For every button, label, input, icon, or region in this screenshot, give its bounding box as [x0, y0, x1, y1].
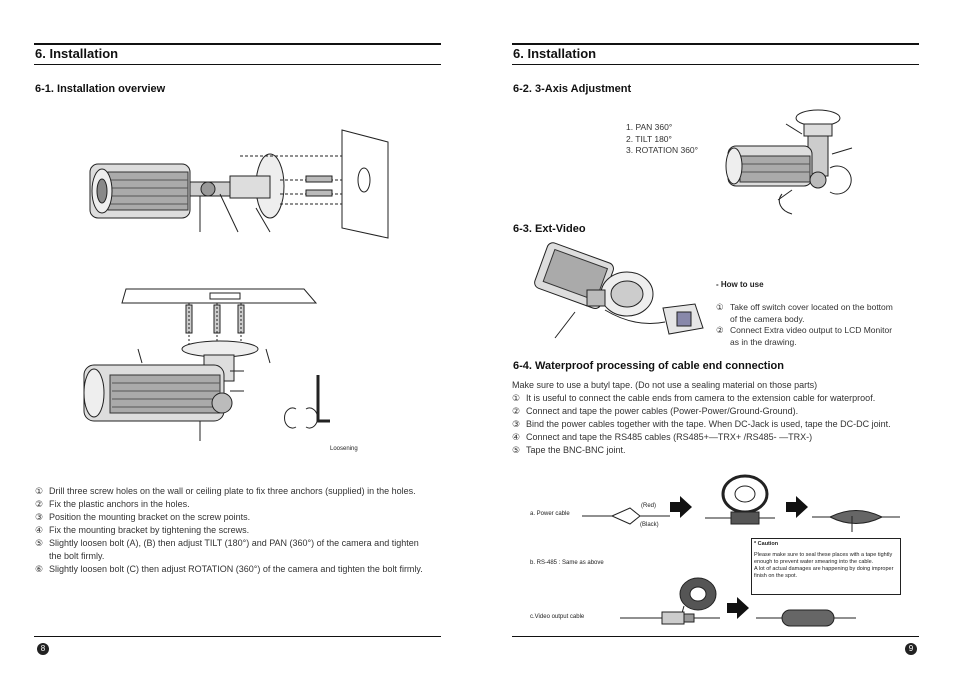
right-header-rule	[512, 43, 919, 45]
ceiling-mount-illustration	[83, 288, 330, 441]
axis-item: 2. TILT 180°	[626, 133, 672, 144]
black-wire-label: (Black)	[640, 522, 659, 528]
how-to-use-label: - How to use	[716, 280, 764, 289]
axis-item: 3. ROTATION 360°	[626, 145, 699, 155]
video-output-label: c.Video output cable	[530, 614, 585, 620]
waterproof-intro: Make sure to use a butyl tape. (Do not u…	[512, 380, 818, 390]
ext-video-illustration	[534, 242, 704, 339]
right-footer-rule	[512, 636, 919, 637]
three-axis-illustration	[725, 109, 853, 215]
loosening-label: Loosening	[330, 446, 358, 452]
left-page-number: 8	[37, 643, 49, 655]
red-wire-label: (Red)	[641, 503, 657, 509]
axis-list: 1. PAN 360° 2. TILT 180° 3. ROTATION 360…	[626, 122, 698, 157]
left-page-title: 6. Installation	[35, 46, 119, 61]
arrow-icon	[670, 496, 692, 518]
caution-text-1: Please make sure to seal these places wi…	[754, 552, 893, 565]
power-cable-diagram	[582, 507, 670, 525]
arrow-icon	[786, 496, 808, 518]
axis-item: 1. PAN 360°	[626, 122, 673, 132]
caution-box: * Caution Please make sure to seal these…	[751, 538, 901, 595]
caution-title: * Caution	[754, 541, 779, 547]
left-header-rule	[34, 43, 441, 45]
arrow-icon	[727, 597, 749, 619]
waterproof-section-title: 6-4. Waterproof processing of cable end …	[513, 360, 784, 372]
ext-video-section-title: 6-3. Ext-Video	[513, 223, 586, 235]
left-section-title: 6-1. Installation overview	[35, 83, 166, 95]
left-header-underline	[34, 64, 441, 65]
right-header-underline	[512, 64, 919, 65]
caution-text-2: A lot of actual damages are happening by…	[754, 566, 894, 579]
tape-wrap-icon	[705, 474, 775, 525]
bnc-cable-diagram	[620, 611, 720, 625]
axis-section-title: 6-2. 3-Axis Adjustment	[513, 83, 632, 95]
tape-roll-icon	[679, 577, 717, 621]
right-page-title: 6. Installation	[513, 46, 597, 61]
sealed-bnc-icon	[756, 609, 856, 627]
power-cable-label: a. Power cable	[530, 511, 570, 517]
left-footer-rule	[34, 636, 441, 637]
sealed-cable-icon	[812, 510, 900, 532]
rs485-label: b. RS-485 : Same as above	[530, 560, 604, 566]
wall-mount-illustration	[89, 129, 389, 239]
right-page-number: 9	[905, 643, 917, 655]
